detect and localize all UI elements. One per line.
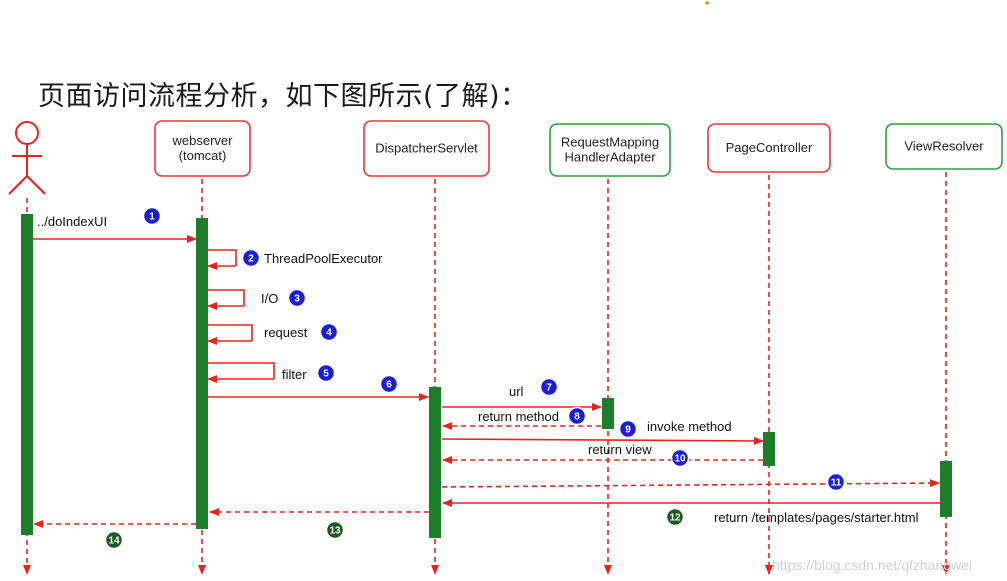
participant-label: HandlerAdapter bbox=[564, 150, 656, 165]
badge-circle bbox=[287, 288, 307, 308]
participant-box bbox=[549, 123, 671, 177]
badge-number: 9 bbox=[625, 425, 631, 436]
badge-circle bbox=[567, 406, 587, 426]
activation-bar bbox=[429, 387, 441, 538]
badge-number: 12 bbox=[669, 513, 681, 524]
step-badge-7: 7 bbox=[539, 377, 559, 397]
participant-box bbox=[363, 120, 490, 177]
badge-number: 10 bbox=[674, 454, 686, 465]
participant-box bbox=[885, 123, 1003, 170]
badge-circle bbox=[241, 248, 261, 268]
participant-box bbox=[707, 123, 831, 173]
participant-page: PageController bbox=[707, 123, 831, 173]
badge-circle bbox=[325, 520, 345, 540]
participant-label: ViewResolver bbox=[904, 139, 984, 154]
participant-web: webserver(tomcat) bbox=[154, 120, 251, 177]
activation-bar bbox=[940, 461, 952, 517]
badge-number: 5 bbox=[323, 369, 329, 380]
step-badge-14: 14 bbox=[104, 530, 124, 550]
step-badge-6: 6 bbox=[379, 374, 399, 394]
activation-bar bbox=[602, 398, 614, 429]
badge-number: 7 bbox=[546, 383, 552, 394]
page-title: 页面访问流程分析，如下图所示(了解)： bbox=[38, 81, 528, 112]
actor-leg-left bbox=[8, 175, 28, 195]
message-2-loop bbox=[208, 249, 237, 266]
badge-circle bbox=[319, 322, 339, 342]
step-badge-3: 3 bbox=[287, 288, 307, 308]
step-badge-8: 8 bbox=[567, 406, 587, 426]
activation-bar bbox=[21, 214, 33, 535]
activation-bar bbox=[763, 432, 775, 466]
message-8-label: return method bbox=[478, 409, 559, 424]
badge-number: 4 bbox=[326, 328, 332, 339]
badge-circle bbox=[670, 448, 690, 468]
participant-label: RequestMapping bbox=[561, 135, 659, 150]
step-badge-11: 11 bbox=[826, 472, 846, 492]
badge-circle bbox=[618, 419, 638, 439]
message-11-arrow bbox=[441, 479, 940, 488]
orange-dot bbox=[705, 1, 709, 5]
message-5-label: filter bbox=[282, 367, 307, 382]
badge-number: 1 bbox=[149, 212, 155, 223]
badge-number: 2 bbox=[248, 254, 254, 265]
message-10-label: return view bbox=[588, 442, 652, 457]
participant-label: PageController bbox=[726, 140, 813, 155]
participant-view: ViewResolver bbox=[885, 123, 1003, 170]
message-4-loop bbox=[208, 324, 253, 341]
participant-label: DispatcherServlet bbox=[375, 141, 478, 156]
badge-number: 13 bbox=[329, 526, 341, 537]
badge-circle bbox=[142, 206, 162, 226]
badge-circle bbox=[379, 374, 399, 394]
step-badge-5: 5 bbox=[316, 363, 336, 383]
badge-circle bbox=[539, 377, 559, 397]
badge-number: 11 bbox=[831, 478, 842, 489]
badge-circle bbox=[665, 507, 685, 527]
message-9-label: invoke method bbox=[647, 419, 732, 434]
badge-circle bbox=[104, 530, 124, 550]
message-12-label: return /templates/pages/starter.html bbox=[714, 510, 919, 525]
badge-number: 6 bbox=[386, 380, 392, 391]
actor-leg-right bbox=[26, 175, 46, 195]
badge-circle bbox=[826, 472, 846, 492]
participant-disp: DispatcherServlet bbox=[363, 120, 490, 177]
step-badge-4: 4 bbox=[319, 322, 339, 342]
badge-number: 8 bbox=[574, 412, 580, 423]
actor-head bbox=[15, 121, 39, 145]
badge-circle bbox=[316, 363, 336, 383]
participant-box bbox=[154, 120, 251, 177]
badge-number: 14 bbox=[108, 536, 120, 547]
badge-number: 3 bbox=[294, 294, 300, 305]
step-badge-1: 1 bbox=[142, 206, 162, 226]
message-3-loop bbox=[208, 289, 245, 306]
participant-label: (tomcat) bbox=[179, 148, 227, 163]
message-4-label: request bbox=[264, 325, 308, 340]
step-badge-2: 2 bbox=[241, 248, 261, 268]
message-5-loop bbox=[208, 362, 275, 379]
participant-label: webserver bbox=[172, 133, 234, 148]
message-9-arrow bbox=[441, 436, 764, 445]
message-7-label: url bbox=[509, 384, 524, 399]
step-badge-12: 12 bbox=[665, 507, 685, 527]
activation-bar bbox=[196, 218, 208, 529]
message-1-label: ../doIndexUI bbox=[37, 214, 107, 229]
step-badge-10: 10 bbox=[670, 448, 690, 468]
step-badge-13: 13 bbox=[325, 520, 345, 540]
message-3-label: I/O bbox=[261, 291, 278, 306]
step-badge-9: 9 bbox=[618, 419, 638, 439]
message-2-label: ThreadPoolExecutor bbox=[264, 251, 383, 266]
watermark: https://blog.csdn.net/qfzhangwei bbox=[772, 557, 972, 573]
